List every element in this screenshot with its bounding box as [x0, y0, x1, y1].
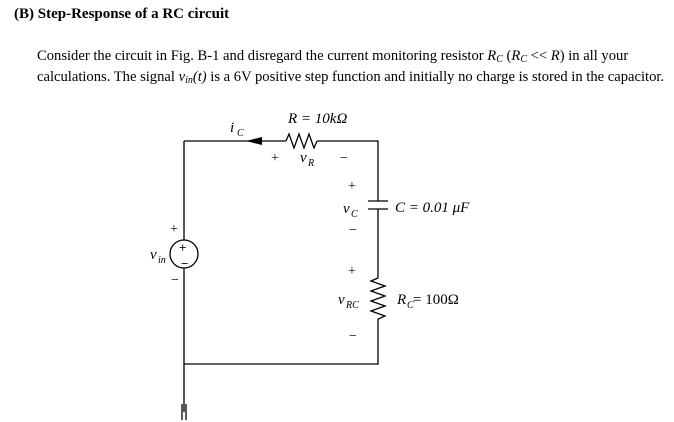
- vc-subscript: C: [351, 209, 358, 220]
- vin-subscript: in: [185, 74, 193, 86]
- vr-plus-sign: +: [271, 151, 279, 166]
- resistor-r-label: R = 10kΩ: [287, 111, 347, 127]
- vrc-minus-sign: −: [349, 329, 357, 344]
- para-text-4: ) in all your calculations. The signal: [37, 48, 629, 85]
- wire-bottom: [184, 319, 379, 365]
- resistor-rc-symbol: [369, 277, 387, 320]
- current-label: i: [230, 120, 234, 136]
- current-arrow-icon: [246, 137, 262, 145]
- para-text-2: (: [502, 48, 512, 64]
- rc-symbol-2: R: [511, 48, 521, 64]
- vr-label: v: [300, 150, 307, 166]
- vc-plus-sign: +: [348, 179, 356, 194]
- vr-minus-sign: −: [340, 151, 348, 166]
- resistor-r-symbol: [285, 132, 318, 150]
- vin-plus-sign: +: [170, 222, 178, 237]
- para-text-5: is a 6V positive step function and initi…: [206, 68, 665, 85]
- ground-marker: [181, 404, 187, 420]
- source-minus-sign: −: [181, 256, 188, 271]
- vrc-subscript: RC: [345, 300, 359, 311]
- problem-paragraph: Consider the circuit in Fig. B-1 and dis…: [37, 48, 667, 89]
- rc-resistor-value: = 100Ω: [413, 292, 459, 308]
- wire-top-right: [317, 140, 379, 190]
- rc-subscript: C: [496, 54, 503, 65]
- source-plus-sign: +: [179, 240, 186, 255]
- vin-argument: (t): [192, 68, 207, 85]
- vc-minus-sign: −: [349, 223, 357, 238]
- vin-label: v: [150, 247, 157, 263]
- rc-resistor-label: R: [396, 292, 406, 308]
- vrc-plus-sign: +: [348, 264, 356, 279]
- para-text-1: Consider the circuit in Fig. B-1 and dis…: [37, 48, 488, 64]
- r-symbol: R: [550, 48, 560, 64]
- rc-symbol: R: [487, 48, 497, 64]
- vr-subscript: R: [307, 158, 314, 169]
- capacitor-label: C = 0.01 μF: [395, 200, 470, 216]
- vc-label: v: [343, 201, 350, 217]
- vin-minus-sign: −: [171, 273, 179, 288]
- rc-subscript-2: C: [520, 54, 527, 65]
- rc-resistor-subscript: C: [407, 300, 414, 311]
- vin-subscript: in: [158, 255, 166, 266]
- current-subscript: C: [237, 128, 244, 139]
- vrc-label: v: [338, 292, 345, 308]
- section-heading: (B) Step-Response of a RC circuit: [14, 6, 230, 22]
- para-text-3: <<: [527, 48, 551, 64]
- vin-symbol: v: [178, 68, 186, 85]
